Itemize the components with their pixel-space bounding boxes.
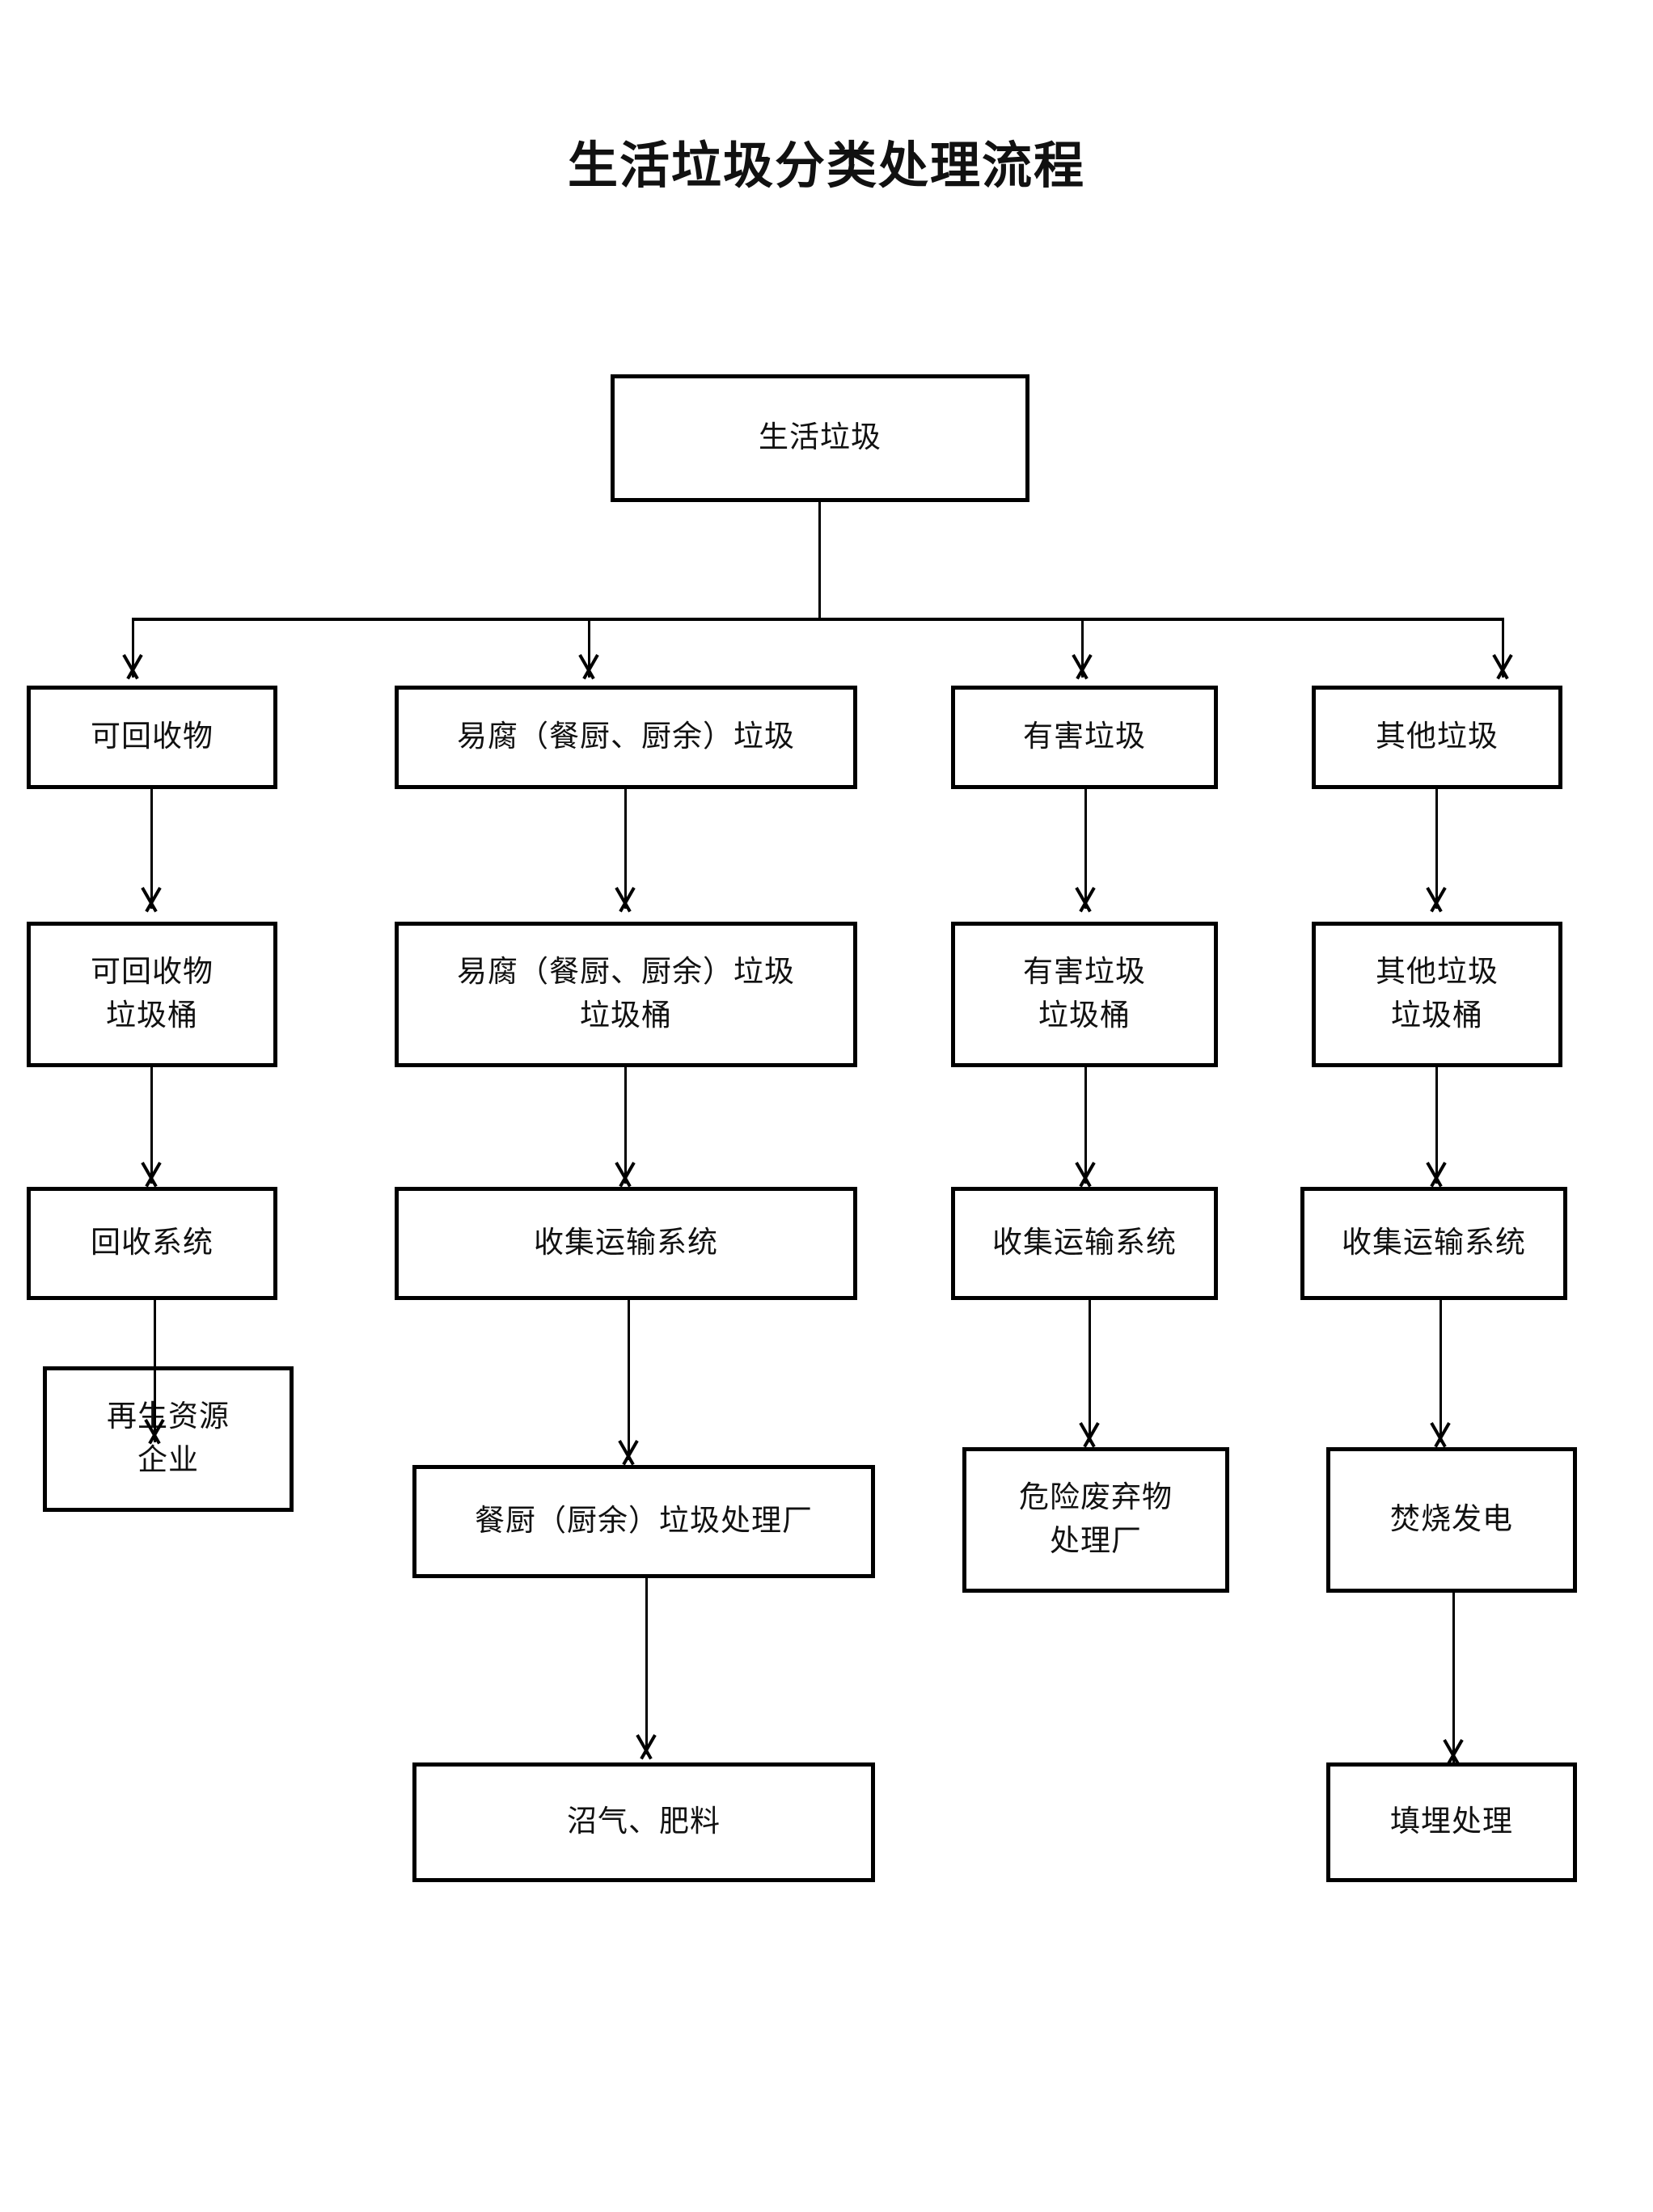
arrowhead-hazardous-bin (1070, 888, 1101, 912)
arrowhead-recyclable-facility (139, 1420, 170, 1444)
arrowhead-to-recyclable (117, 655, 148, 679)
node-hazardous-system[interactable]: 收集运输系统 (951, 1187, 1218, 1300)
node-other-output[interactable]: 填埋处理 (1326, 1762, 1577, 1882)
arrowhead-to-other (1487, 655, 1518, 679)
arrowhead-perishable-system (610, 1163, 640, 1187)
connector-perishable-facility-to-output (645, 1578, 648, 1754)
node-other-category[interactable]: 其他垃圾 (1312, 686, 1562, 789)
node-label: 沼气、肥料 (567, 1805, 721, 1839)
node-label: 餐厨（厨余）垃圾处理厂 (475, 1505, 813, 1539)
node-label: 可回收物 (91, 720, 213, 754)
node-label: 有害垃圾 垃圾桶 (1023, 956, 1146, 1032)
arrowhead-other-output (1438, 1740, 1469, 1764)
node-hazardous-bin[interactable]: 有害垃圾 垃圾桶 (951, 922, 1218, 1067)
connector-root-stem (818, 502, 821, 620)
node-label: 填埋处理 (1390, 1805, 1513, 1839)
arrowhead-recyclable-system (136, 1163, 167, 1187)
connector-perishable-bin-to-system (624, 1067, 627, 1184)
connector-drop-recyclable (132, 618, 134, 678)
node-recyclable-category[interactable]: 可回收物 (27, 686, 277, 789)
arrowhead-to-perishable (573, 655, 604, 679)
arrowhead-to-hazardous (1067, 655, 1097, 679)
node-household-waste[interactable]: 生活垃圾 (611, 374, 1029, 502)
node-other-facility[interactable]: 焚烧发电 (1326, 1447, 1577, 1593)
node-label: 危险废弃物 处理厂 (1019, 1481, 1173, 1558)
node-perishable-facility[interactable]: 餐厨（厨余）垃圾处理厂 (412, 1465, 875, 1578)
connector-drop-perishable (588, 618, 590, 678)
page-title: 生活垃圾分类处理流程 (567, 138, 1085, 194)
connector-hazardous-bin-to-system (1084, 1067, 1087, 1184)
connector-drop-hazardous (1081, 618, 1084, 678)
arrowhead-other-system (1421, 1163, 1452, 1187)
connector-hazardous-category-to-bin (1084, 789, 1087, 909)
node-perishable-bin[interactable]: 易腐（餐厨、厨余）垃圾 垃圾桶 (395, 922, 857, 1067)
arrowhead-perishable-bin (610, 888, 640, 912)
arrowhead-hazardous-system (1070, 1163, 1101, 1187)
node-label: 生活垃圾 (759, 421, 881, 455)
node-recyclable-system[interactable]: 回收系统 (27, 1187, 277, 1300)
node-label: 收集运输系统 (534, 1226, 718, 1260)
node-perishable-system[interactable]: 收集运输系统 (395, 1187, 857, 1300)
node-other-system[interactable]: 收集运输系统 (1300, 1187, 1567, 1300)
connector-other-bin-to-system (1435, 1067, 1438, 1184)
connector-other-category-to-bin (1435, 789, 1438, 909)
arrowhead-other-bin (1421, 888, 1452, 912)
connector-drop-other (1502, 618, 1504, 678)
connector-perishable-system-to-facility (628, 1300, 630, 1460)
node-label: 易腐（餐厨、厨余）垃圾 垃圾桶 (457, 956, 795, 1032)
node-hazardous-facility[interactable]: 危险废弃物 处理厂 (962, 1447, 1229, 1593)
node-perishable-output[interactable]: 沼气、肥料 (412, 1762, 875, 1882)
arrowhead-perishable-facility (613, 1441, 644, 1465)
node-label: 有害垃圾 (1023, 720, 1146, 754)
arrowhead-hazardous-facility (1074, 1423, 1105, 1447)
node-label: 其他垃圾 垃圾桶 (1376, 956, 1499, 1032)
connector-recyclable-system-to-facility (154, 1300, 156, 1442)
node-hazardous-category[interactable]: 有害垃圾 (951, 686, 1218, 789)
node-perishable-category[interactable]: 易腐（餐厨、厨余）垃圾 (395, 686, 857, 789)
connector-hazardous-system-to-facility (1089, 1300, 1091, 1442)
node-label: 焚烧发电 (1390, 1503, 1513, 1537)
connector-other-system-to-facility (1440, 1300, 1442, 1442)
arrowhead-other-facility (1425, 1423, 1456, 1447)
node-label: 收集运输系统 (992, 1226, 1177, 1260)
connector-recyclable-bin-to-system (150, 1067, 153, 1184)
arrowhead-recyclable-bin (136, 888, 167, 912)
node-label: 其他垃圾 (1376, 720, 1499, 754)
node-label: 回收系统 (91, 1226, 213, 1260)
connector-recyclable-category-to-bin (150, 789, 153, 909)
node-recyclable-bin[interactable]: 可回收物 垃圾桶 (27, 922, 277, 1067)
connector-distributor-bar (132, 618, 1503, 621)
node-label: 收集运输系统 (1342, 1226, 1526, 1260)
node-label: 可回收物 垃圾桶 (91, 956, 213, 1032)
arrowhead-perishable-output (631, 1735, 662, 1759)
node-label: 易腐（餐厨、厨余）垃圾 (457, 720, 795, 754)
connector-other-facility-to-output (1452, 1593, 1455, 1764)
node-other-bin[interactable]: 其他垃圾 垃圾桶 (1312, 922, 1562, 1067)
connector-perishable-category-to-bin (624, 789, 627, 909)
